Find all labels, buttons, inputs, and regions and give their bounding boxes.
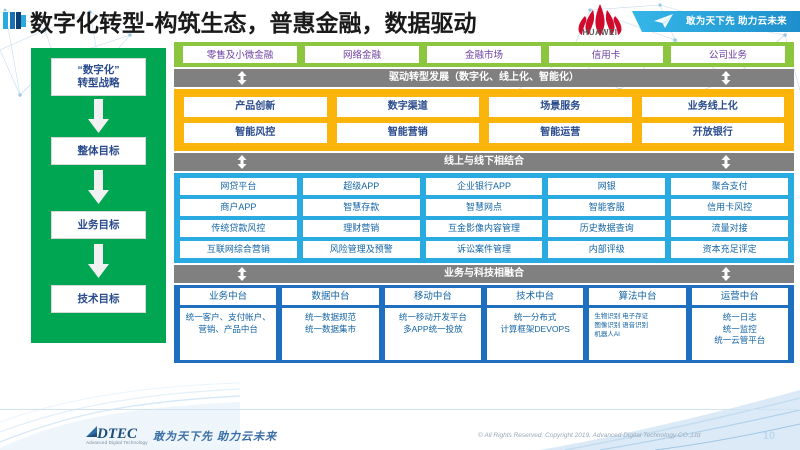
strategy-label: 业务目标: [77, 218, 120, 231]
online-application-cell[interactable]: 网银: [548, 178, 666, 195]
strategy-box-technology-goal[interactable]: 技术目标: [51, 285, 146, 313]
footer-swoosh-right: [540, 390, 800, 450]
double-arrow-icon: [721, 267, 731, 281]
down-arrow-icon: [88, 170, 109, 204]
platform-column: 运营中台统一日志 统一监控 统一云管平台: [691, 288, 788, 360]
online-application-cell[interactable]: 智能客服: [548, 199, 666, 216]
svg-text:DTEC: DTEC: [96, 426, 138, 442]
platform-column: 算法中台生物识别 电子存证 图像识别 语音识别 机器人AI: [589, 288, 686, 360]
platform-column-header[interactable]: 数据中台: [282, 288, 379, 305]
business-line-cell[interactable]: 网络金融: [305, 46, 419, 63]
online-application-cell[interactable]: 网贷平台: [180, 178, 297, 195]
strategy-label: 整体目标: [77, 144, 120, 157]
strategy-box-overall-goal[interactable]: 整体目标: [51, 137, 146, 165]
page-title: 数字化转型-构筑生态，普惠金融，数据驱动: [30, 11, 477, 37]
platform-column: 移动中台统一移动开发平台 多APP统一投放: [384, 288, 481, 360]
platform-column-header[interactable]: 运营中台: [691, 288, 788, 305]
divider-drive-transformation: 驱动转型发展（数字化、线上化、智能化）: [174, 69, 794, 87]
platform-column-header[interactable]: 技术中台: [486, 288, 584, 305]
platform-column-body[interactable]: 统一日志 统一监控 统一云管平台: [691, 308, 788, 360]
band-online-applications: 网贷平台超级APP 企业银行APP 网银聚合支付商户APP 智慧存款智慧网点智能客服信…: [174, 173, 794, 263]
platform-column-body[interactable]: 统一分布式 计算框架DEVOPS: [486, 308, 584, 360]
online-application-cell[interactable]: 超级APP: [302, 178, 420, 195]
online-application-cell[interactable]: 聚合支付: [671, 178, 788, 195]
band-business-lines: 零售及小微金融网络金融金融市场信用卡公司业务: [174, 42, 794, 67]
ribbon-slogan: 敢为天下先 助力云未来: [686, 16, 787, 27]
platform-column-header[interactable]: 算法中台: [589, 288, 686, 305]
drive-capability-cell[interactable]: 智能运营: [489, 123, 632, 143]
paper-plane-icon: [654, 14, 673, 28]
divider-label: 驱动转型发展（数字化、线上化、智能化）: [389, 72, 579, 83]
divider-online-offline: 线上与线下相结合: [174, 153, 794, 171]
dtec-logo-subtitle: Advanced Digital Technology: [86, 440, 148, 445]
double-arrow-icon: [721, 155, 731, 169]
business-line-cell[interactable]: 零售及小微金融: [183, 46, 297, 63]
huawei-logo-icon: [578, 4, 622, 36]
page-number: 10: [762, 430, 776, 442]
dtec-logo-icon: DTEC: [86, 426, 138, 442]
strategy-box-digital-transformation[interactable]: “数字化” 转型战略: [51, 58, 146, 96]
title-accent-bars-icon: [3, 12, 28, 29]
online-application-cell[interactable]: 流量对接: [671, 220, 788, 237]
strategy-box-business-goal[interactable]: 业务目标: [51, 211, 146, 239]
platform-column: 数据中台统一数据规范 统一数据集市: [282, 288, 379, 360]
strategy-label: 技术目标: [77, 292, 120, 305]
online-application-cell[interactable]: 互金影像内容管理: [425, 220, 543, 237]
online-application-cell[interactable]: 理财营销: [302, 220, 420, 237]
band-middle-platforms: 业务中台统一客户、支付帐户、营销、产品中台数据中台统一数据规范 统一数据集市移动…: [174, 285, 794, 363]
double-arrow-icon: [237, 267, 247, 281]
drive-capability-cell[interactable]: 产品创新: [184, 97, 327, 117]
double-arrow-icon: [721, 71, 731, 85]
online-application-cell[interactable]: 内部评级: [548, 241, 666, 258]
drive-capability-cell[interactable]: 智能营销: [336, 123, 479, 143]
business-line-cell[interactable]: 金融市场: [427, 46, 541, 63]
drive-capability-cell[interactable]: 开放银行: [641, 123, 784, 143]
platform-column-body[interactable]: 统一客户、支付帐户、营销、产品中台: [180, 308, 277, 360]
platform-column-body[interactable]: 统一移动开发平台 多APP统一投放: [384, 308, 481, 360]
architecture-stack: 零售及小微金融网络金融金融市场信用卡公司业务 驱动转型发展（数字化、线上化、智能…: [174, 42, 794, 363]
footer-slogan: 敢为天下先 助力云未来: [153, 431, 278, 443]
online-application-cell[interactable]: 历史数据查询: [548, 220, 666, 237]
platform-column-header[interactable]: 移动中台: [384, 288, 481, 305]
platform-column: 业务中台统一客户、支付帐户、营销、产品中台: [180, 288, 277, 360]
platform-column: 技术中台统一分布式 计算框架DEVOPS: [486, 288, 584, 360]
drive-capability-cell[interactable]: 智能风控: [184, 123, 327, 143]
online-application-cell[interactable]: 诉讼案件管理: [425, 241, 543, 258]
divider-business-tech-fusion: 业务与科技相融合: [174, 265, 794, 283]
double-arrow-icon: [237, 71, 247, 85]
ribbon-banner: [632, 11, 800, 32]
online-application-cell[interactable]: 智慧存款: [302, 199, 420, 216]
online-application-cell[interactable]: 资本充足评定: [671, 241, 788, 258]
platform-column-body[interactable]: 生物识别 电子存证 图像识别 语音识别 机器人AI: [589, 308, 686, 360]
strategy-label: “数字化” 转型战略: [77, 64, 120, 89]
platform-column-body[interactable]: 统一数据规范 统一数据集市: [282, 308, 379, 360]
divider-label: 业务与科技相融合: [444, 268, 524, 279]
online-application-cell[interactable]: 风险管理及预警: [302, 241, 420, 258]
double-arrow-icon: [237, 155, 247, 169]
copyright-text: © All Rights Reserved. Copyright 2019, A…: [478, 432, 701, 439]
drive-capability-cell[interactable]: 业务线上化: [641, 97, 784, 117]
title-bar: 数字化转型-构筑生态，普惠金融，数据驱动 HUAWEI: [0, 0, 800, 38]
band-drive-capabilities: 产品创新数字渠道场景服务业务线上化智能风控智能营销智能运营开放银行: [174, 89, 794, 151]
drive-capability-cell[interactable]: 数字渠道: [336, 97, 479, 117]
online-application-cell[interactable]: 互联网综合营销: [180, 241, 297, 258]
strategy-panel: “数字化” 转型战略 整体目标 业务目标 技术目标: [31, 48, 166, 343]
down-arrow-icon: [88, 99, 109, 133]
online-application-cell[interactable]: 商户APP: [180, 199, 297, 216]
online-application-cell[interactable]: 信用卡风控: [671, 199, 788, 216]
divider-label: 线上与线下相结合: [444, 156, 524, 167]
down-arrow-icon: [88, 244, 109, 278]
business-line-cell[interactable]: 信用卡: [549, 46, 663, 63]
platform-column-header[interactable]: 业务中台: [180, 288, 277, 305]
business-line-cell[interactable]: 公司业务: [671, 46, 785, 63]
huawei-wordmark: HUAWEI: [582, 28, 618, 37]
drive-capability-cell[interactable]: 场景服务: [489, 97, 632, 117]
online-application-cell[interactable]: 企业银行APP: [425, 178, 543, 195]
online-application-cell[interactable]: 传统贷款风控: [180, 220, 297, 237]
footer-divider: [0, 409, 800, 410]
online-application-cell[interactable]: 智慧网点: [425, 199, 543, 216]
